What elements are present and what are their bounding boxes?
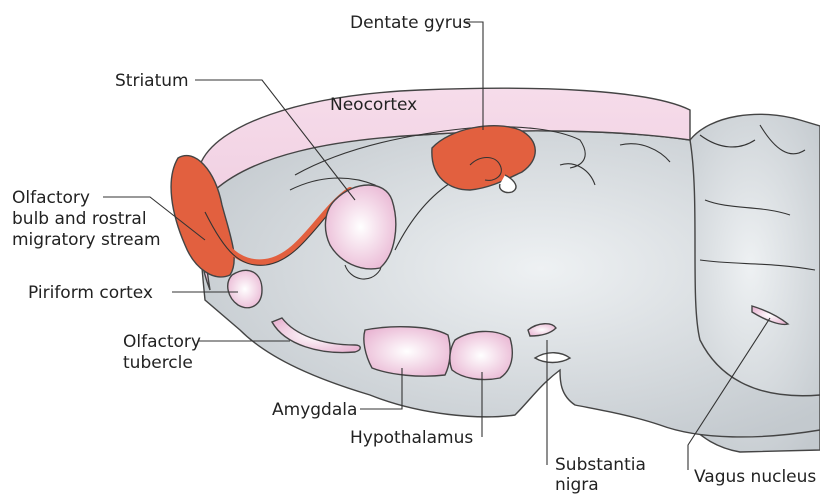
- label-olfactory-tubercle-1: Olfactory: [123, 332, 201, 352]
- label-dentate-gyrus: Dentate gyrus: [350, 13, 472, 33]
- label-olfactory-bulb-2: bulb and rostral: [12, 209, 147, 229]
- hypothalamus-region: [450, 331, 512, 379]
- label-hypothalamus: Hypothalamus: [350, 428, 473, 448]
- label-vagus-nucleus: Vagus nucleus: [694, 467, 816, 487]
- label-striatum: Striatum: [115, 71, 189, 91]
- label-amygdala: Amygdala: [272, 400, 357, 420]
- label-substantia-nigra-1: Substantia: [555, 455, 646, 475]
- amygdala-region: [364, 327, 450, 376]
- label-olfactory-bulb-3: migratory stream: [12, 230, 161, 250]
- label-neocortex: Neocortex: [330, 95, 417, 115]
- label-piriform-cortex: Piriform cortex: [28, 283, 153, 303]
- label-olfactory-bulb-1: Olfactory: [12, 188, 90, 208]
- label-substantia-nigra-2: nigra: [555, 475, 599, 495]
- label-olfactory-tubercle-2: tubercle: [123, 353, 193, 373]
